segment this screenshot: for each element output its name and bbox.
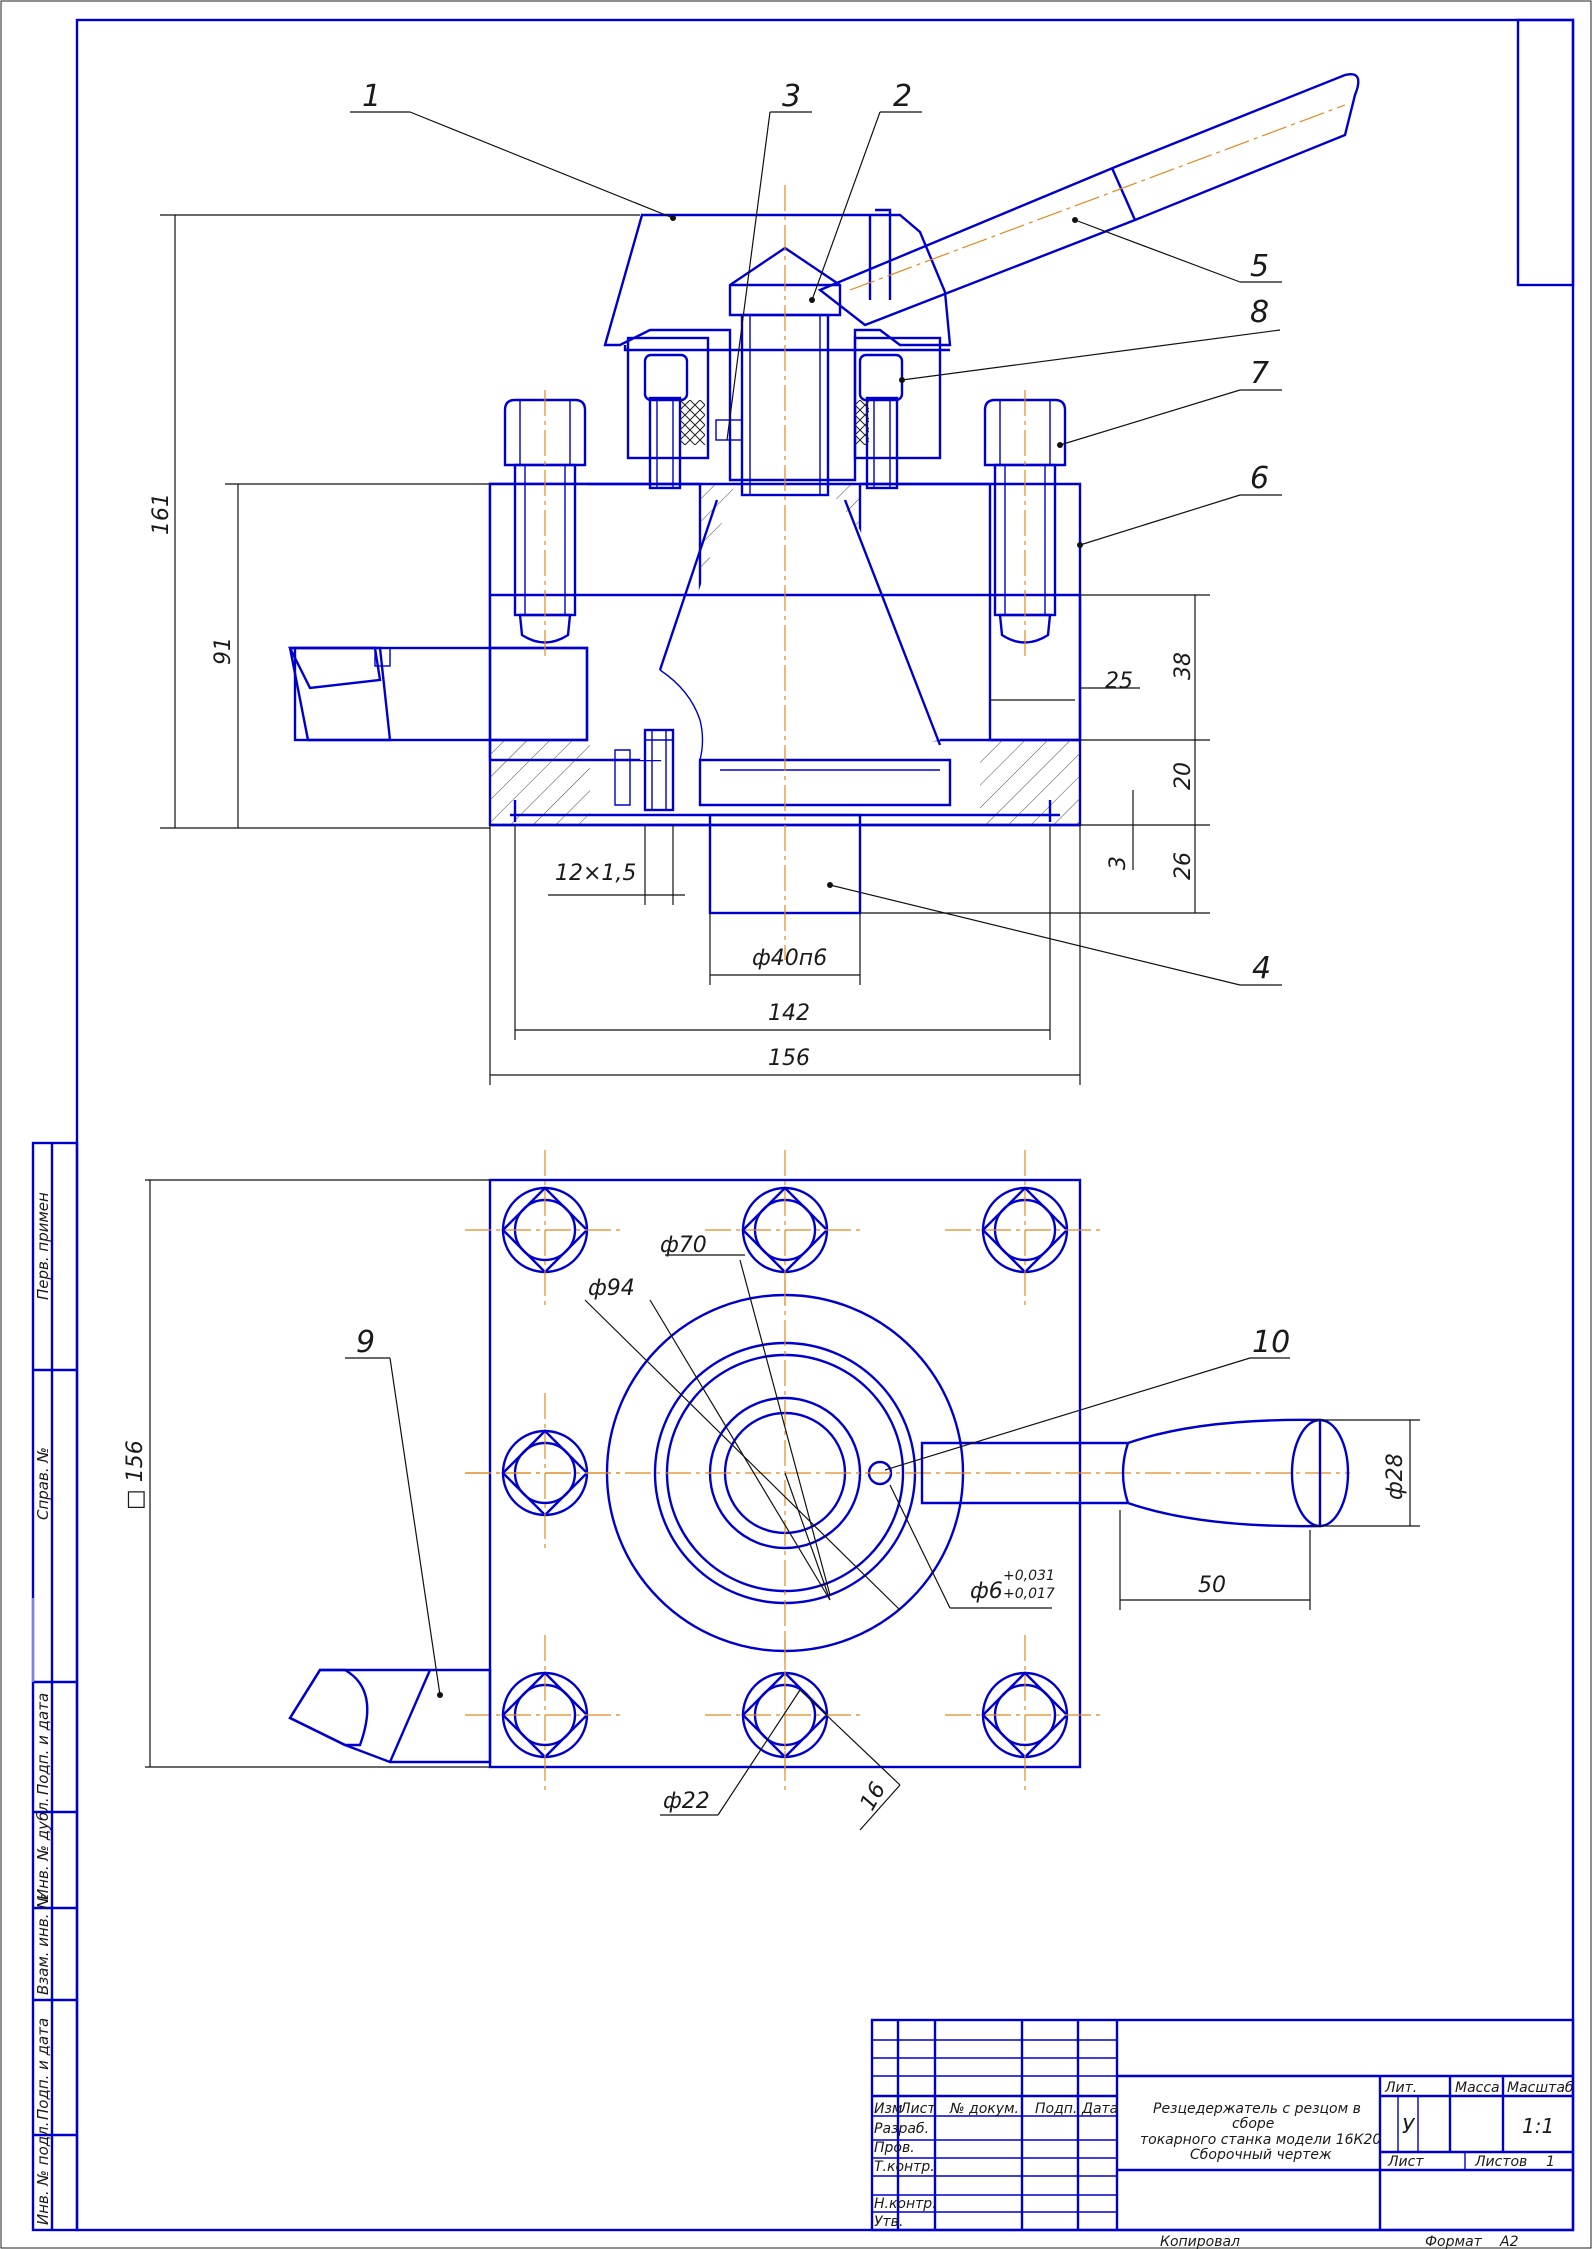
side-label-sign-date-1: Подп. и дата [34, 1693, 52, 1795]
dim-20: 20 [1171, 762, 1196, 790]
section-view [288, 73, 1360, 960]
tb-mass-label: Масса [1455, 2080, 1500, 2096]
side-label-orig-inv: Инв. № подл. [34, 2122, 52, 2225]
tb-role-norm-control: Н.контр. [874, 2196, 937, 2212]
drawing-frame [75, 18, 1575, 2232]
tb-title-line-2: сборе [1232, 2116, 1274, 2132]
dim-142: 142 [768, 1001, 810, 1026]
dim-d70: ф70 [660, 1233, 707, 1258]
tb-role-tech-control: Т.контр. [874, 2159, 935, 2175]
side-label-dup-inv: Инв. № дубл. [34, 1797, 52, 1900]
side-label-repl-inv: Взам. инв. № [34, 1893, 52, 1995]
tb-sheets-value: 1 [1546, 2154, 1555, 2170]
position-7: 7 [1250, 356, 1269, 391]
position-callouts: 1 3 2 5 8 7 6 4 9 10 [345, 79, 1290, 1698]
tb-role-approved: Утв. [874, 2214, 903, 2230]
side-label-ref-no: Справ. № [34, 1447, 52, 1520]
tb-lit-value: У [1402, 2114, 1416, 2138]
position-4: 4 [1252, 951, 1271, 986]
tb-title-line-1: Резцедержатель с резцом в [1153, 2101, 1361, 2117]
side-strip: Перв. примен Справ. № Подп. и дата Инв. … [31, 1141, 79, 2232]
dim-38: 38 [1171, 652, 1196, 680]
dim-3: 3 [1106, 856, 1131, 870]
tb-lit-label: Лит. [1384, 2080, 1417, 2096]
position-6: 6 [1250, 461, 1269, 496]
title-block: Изм Лист № докум. Подп. Дата Разраб. Про… [870, 2018, 1575, 2249]
tb-sheets-label: Листов [1474, 2154, 1527, 2170]
tb-title-line-3: токарного станка модели 16К20 [1140, 2132, 1381, 2148]
dim-thread: 12×1,5 [555, 861, 636, 886]
tb-scale-value: 1:1 [1522, 2114, 1554, 2138]
dim-pin: ф6 [970, 1579, 1003, 1604]
position-8: 8 [1250, 295, 1269, 330]
dim-156: 156 [768, 1046, 810, 1071]
tb-sheet-label: Лист [1387, 2154, 1424, 2170]
tb-header-list: Лист [899, 2101, 936, 2117]
tb-header-sign: Подп. [1035, 2101, 1077, 2117]
position-2: 2 [893, 79, 912, 114]
footer-format-value: A2 [1499, 2234, 1519, 2249]
tb-role-checked: Пров. [874, 2140, 915, 2156]
dim-square-156: □ 156 [123, 1440, 148, 1510]
dim-50: 50 [1198, 1573, 1226, 1598]
dim-d22: ф22 [663, 1789, 710, 1814]
position-5: 5 [1250, 249, 1269, 284]
top-right-stamp [1516, 18, 1575, 287]
position-3: 3 [782, 79, 801, 114]
dim-d94: ф94 [588, 1276, 635, 1301]
tb-role-developer: Разраб. [874, 2121, 929, 2137]
footer-format-label: Формат [1425, 2234, 1483, 2249]
tb-header-date: Дата [1081, 2101, 1118, 2117]
plan-view [288, 1150, 1350, 1795]
footer-copied: Копировал [1160, 2234, 1240, 2249]
dim-16: 16 [856, 1778, 892, 1815]
tb-header-doc: № докум. [949, 2101, 1019, 2117]
side-label-first-use: Перв. примен [34, 1192, 52, 1300]
tb-header-izm: Изм [874, 2101, 903, 2117]
dim-26: 26 [1171, 852, 1196, 880]
tb-scale-label: Масштаб [1507, 2080, 1574, 2096]
position-9: 9 [356, 1325, 375, 1360]
bolt-holes [465, 1150, 1105, 1795]
section-dimensions: 161 91 38 20 26 3 25 12×1,5 ф40п6 142 15… [149, 214, 1210, 1085]
dim-pin-upper: +0,031 [1003, 1568, 1055, 1584]
dim-91: 91 [211, 637, 236, 665]
dim-bore: ф40п6 [752, 946, 827, 971]
dim-pin-lower: +0,017 [1003, 1586, 1055, 1602]
position-10: 10 [1252, 1325, 1290, 1360]
dim-d28: ф28 [1383, 1453, 1408, 1500]
side-label-sign-date-2: Подп. и дата [34, 2018, 52, 2120]
dim-161: 161 [149, 493, 174, 535]
position-1: 1 [362, 79, 381, 114]
tb-title-line-4: Сборочный чертеж [1190, 2147, 1332, 2163]
dim-25: 25 [1105, 669, 1133, 694]
